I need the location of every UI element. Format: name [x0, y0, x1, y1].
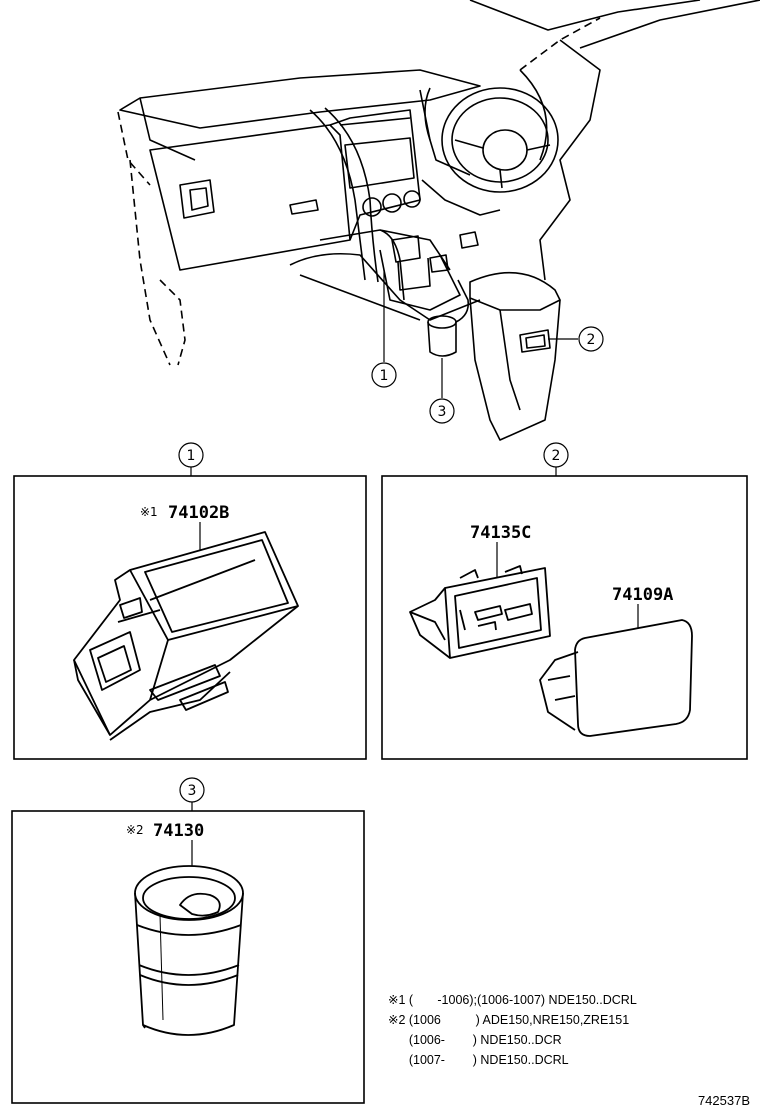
- callout-3-overview: 3: [429, 398, 455, 424]
- panel-1-part-number: 74102B: [168, 503, 229, 523]
- callout-label: 2: [587, 332, 596, 348]
- panel-1-callout: 1: [178, 442, 204, 468]
- panel-2-part-b: 74109A: [612, 585, 673, 605]
- panel-1-box: [13, 475, 367, 760]
- note-line: ※1 ( -1006);(1006-1007) NDE150..DCRL: [388, 993, 637, 1007]
- dashboard-illustration: [117, 0, 760, 441]
- callout-label: 3: [438, 404, 447, 420]
- panel-2-box: [381, 475, 748, 760]
- panel-3-mark: ※2: [126, 823, 144, 837]
- console-box-part: [73, 531, 299, 741]
- overview-leaders: [383, 270, 578, 398]
- panel-1-mark: ※1: [140, 505, 158, 519]
- svg-text:3: 3: [188, 783, 197, 799]
- bezel-frame-part: [409, 565, 551, 659]
- note-line: ※2 (1006 ) ADE150,NRE150,ZRE151: [388, 1013, 630, 1027]
- note-line: (1007- ) NDE150..DCRL: [388, 1053, 569, 1067]
- panel-2-callout: 2: [543, 442, 569, 468]
- callout-label: 1: [380, 368, 389, 384]
- callout-1-overview: 1: [371, 362, 397, 388]
- svg-text:2: 2: [552, 448, 561, 464]
- cover-lid-part: [539, 619, 693, 737]
- svg-text:1: 1: [187, 448, 196, 464]
- panel-3-part-number: 74130: [153, 821, 204, 841]
- panel-3-callout: 3: [179, 777, 205, 803]
- note-line: (1006- ) NDE150..DCR: [388, 1033, 562, 1047]
- panel-2-part-a: 74135C: [470, 523, 531, 543]
- callout-2-overview: 2: [578, 326, 604, 352]
- figure-id: 742537B: [697, 1093, 750, 1108]
- cup-holder-part: [134, 865, 244, 1036]
- panel-3-box: [11, 810, 365, 1104]
- applicability-notes: ※1 ( -1006);(1006-1007) NDE150..DCRL ※2 …: [388, 990, 748, 1070]
